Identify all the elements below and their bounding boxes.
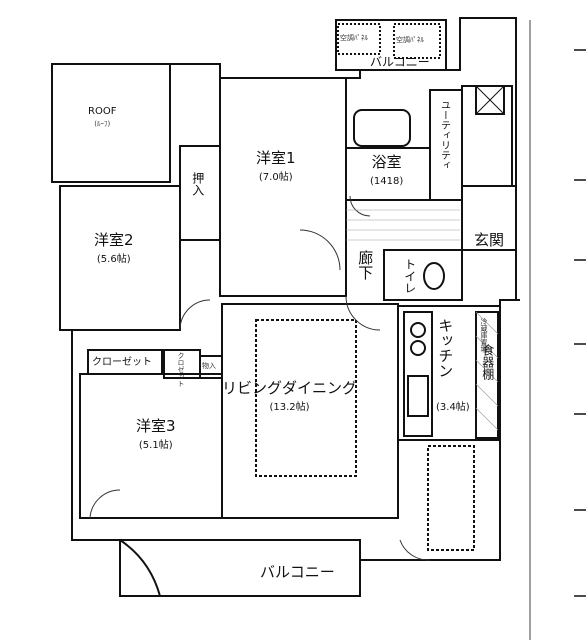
toilet-bowl xyxy=(423,262,445,290)
western1-wall xyxy=(219,77,347,297)
toilet-label: トイレ xyxy=(402,258,417,294)
stove-burner xyxy=(410,322,426,338)
roof-area xyxy=(51,63,171,183)
oshiire-label: 押入 xyxy=(190,172,205,196)
entrance-wall xyxy=(461,185,517,251)
door-swing xyxy=(399,539,431,561)
oshiire-wall xyxy=(179,145,221,241)
kitchen-size: (3.4帖) xyxy=(436,402,470,413)
fridge-label: 冷蔵庫置場 xyxy=(480,318,489,353)
utility-label: ユーティリティ xyxy=(438,100,450,170)
western2-label: 洋室2(5.6帖) xyxy=(94,231,134,266)
balcony-bottom-wall xyxy=(120,539,361,597)
corridor-label: 廊下 xyxy=(356,250,375,280)
storage-small-box xyxy=(199,355,223,379)
western3-label: 洋室3(5.1帖) xyxy=(136,417,176,452)
stove-burner xyxy=(410,340,426,356)
pantry-label: 食器棚 xyxy=(480,344,495,380)
storage-box xyxy=(475,85,505,115)
storage-label: 物入 xyxy=(202,362,216,370)
door-swing xyxy=(299,229,341,271)
balcony-curve xyxy=(119,539,161,597)
western2-wall xyxy=(59,185,181,331)
door-swing xyxy=(89,489,121,519)
balcony-top-label: バルコニー xyxy=(370,55,430,69)
entrance-label: 玄関 xyxy=(474,231,505,249)
kitchen-label: キッチン xyxy=(436,318,455,378)
western1-label: 洋室1(7.0帖) xyxy=(256,149,296,184)
balcony-bottom-label: バルコニー xyxy=(260,563,335,581)
balcony-top-wall xyxy=(335,19,447,71)
living-label: リビングダイニング(13.2帖) xyxy=(222,379,358,414)
kitchen-floor-mark xyxy=(427,445,475,551)
roof-label: ROOF(ﾙｰﾌ) xyxy=(88,106,117,128)
closet-label: クローゼット xyxy=(92,357,152,368)
kitchen-counter xyxy=(403,311,433,437)
aircon-top-right-label: 空調ﾊﾟﾈﾙ xyxy=(396,36,424,44)
door-swing xyxy=(345,295,381,331)
washbasin xyxy=(353,109,411,147)
closet-small-label: クロゼット xyxy=(177,352,186,387)
western3-wall xyxy=(79,373,223,519)
aircon-top-left-label: 空調ﾊﾟﾈﾙ xyxy=(340,34,368,42)
aircon-top-left-box xyxy=(337,23,381,55)
sink xyxy=(407,375,429,417)
door-swing xyxy=(179,299,211,331)
outer-wall-north-east xyxy=(170,17,517,300)
living-rug xyxy=(255,319,357,477)
bath-label: 浴室(1418) xyxy=(370,153,404,188)
toilet-wall xyxy=(383,249,463,301)
pantry-wall xyxy=(475,311,499,439)
